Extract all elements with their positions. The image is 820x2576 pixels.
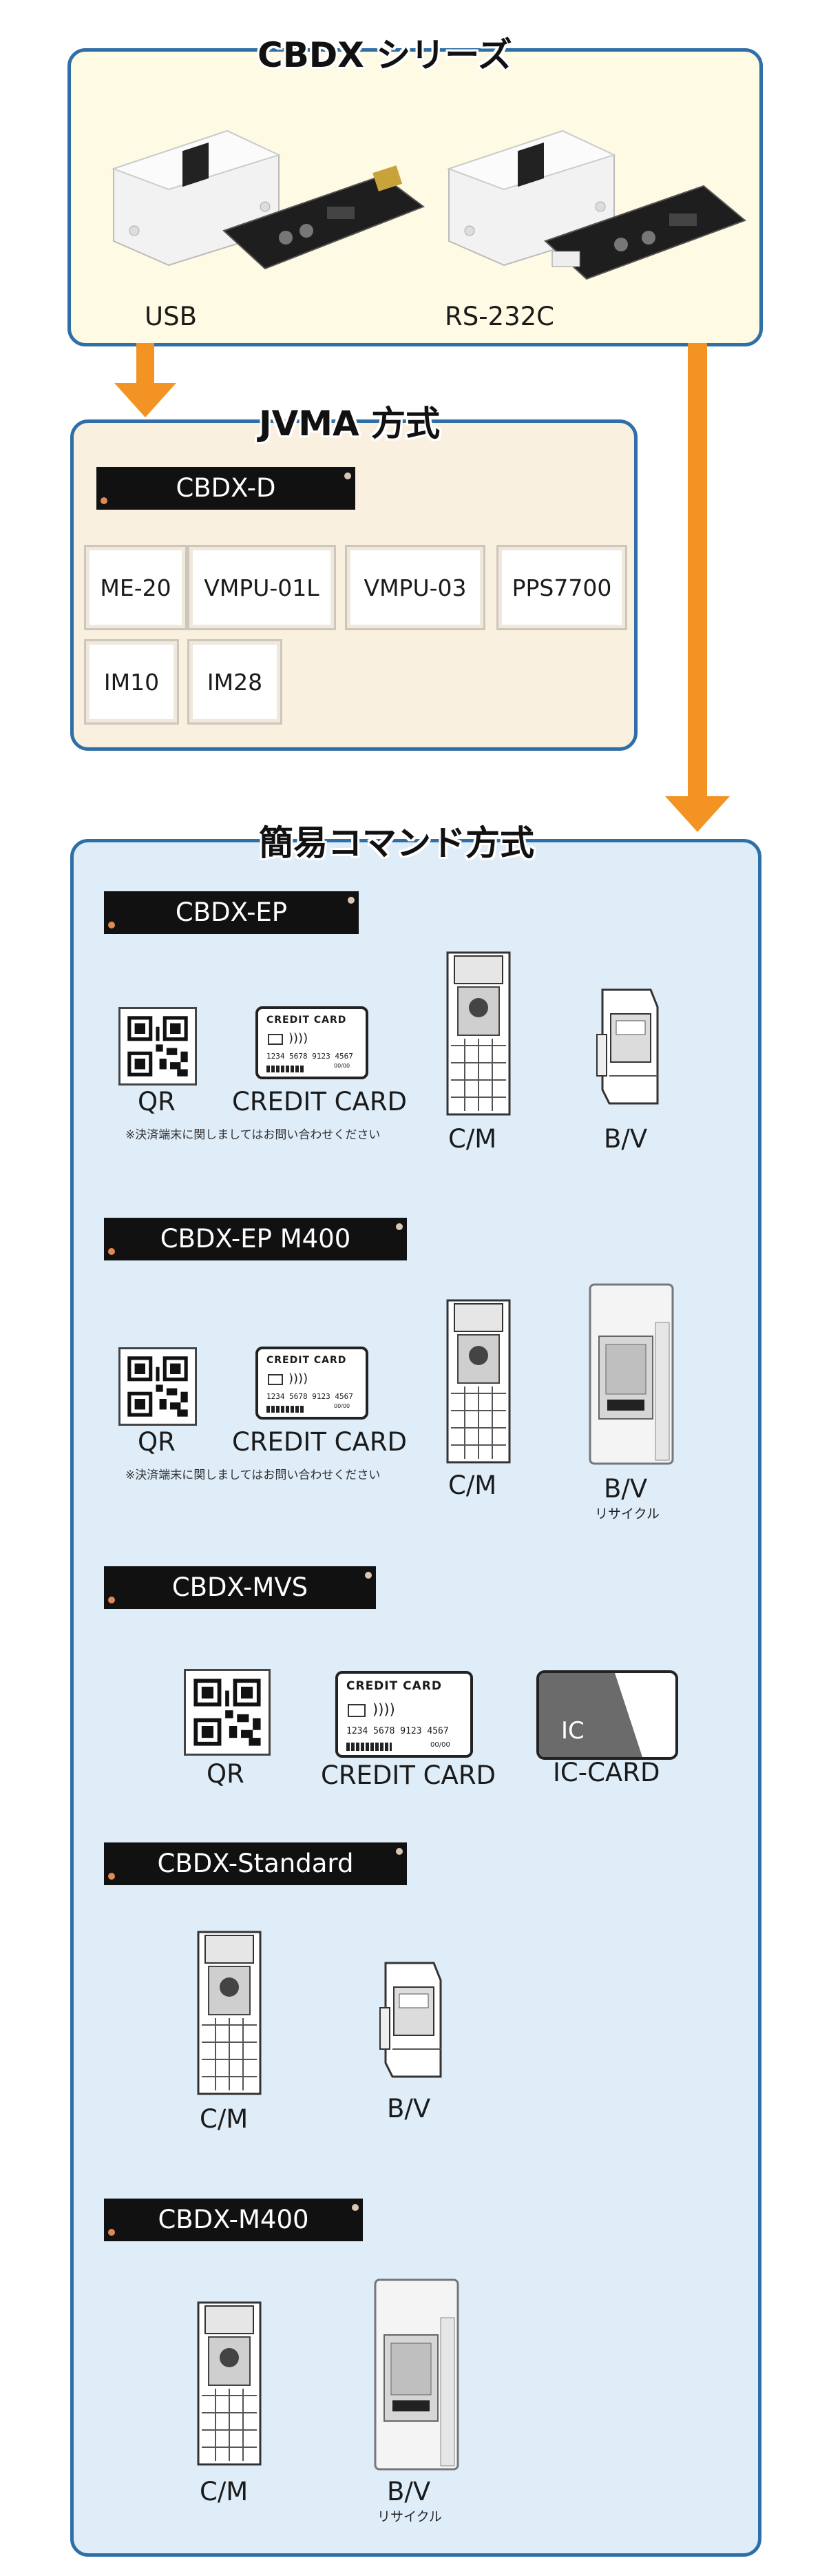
plate-cbdx-mvs-label: CBDX-MVS bbox=[171, 1572, 308, 1602]
jvma-item: PPS7700 bbox=[496, 545, 627, 630]
jvma-item: IM28 bbox=[187, 639, 282, 725]
coin-mech-label: C/M bbox=[448, 1124, 497, 1154]
credit-card-label: CREDIT CARD bbox=[321, 1760, 496, 1790]
coin-mech-image bbox=[446, 1299, 511, 1464]
arrow-usb-jvma bbox=[136, 343, 154, 384]
plate-cbdx-m400: CBDX-M400 bbox=[104, 2199, 363, 2241]
bill-validator-label: B/V bbox=[604, 1474, 648, 1504]
plate-cbdx-ep-label: CBDX-EP bbox=[175, 897, 288, 927]
plate-cbdx-ep-m400-label: CBDX-EP M400 bbox=[160, 1224, 351, 1254]
recycler-bill-validator-image bbox=[374, 2278, 459, 2471]
coin-mech-label: C/M bbox=[200, 2477, 249, 2506]
qr-icon bbox=[118, 1347, 197, 1426]
terminal-note: ※決済端末に関しましてはお問い合わせください bbox=[125, 1468, 381, 1482]
jvma-item: VMPU-01L bbox=[187, 545, 336, 630]
jvma-item: VMPU-03 bbox=[345, 545, 485, 630]
card-number: 1234 5678 9123 4567 bbox=[266, 1392, 353, 1401]
card-title: CREDIT CARD bbox=[266, 1355, 347, 1366]
plate-cbdx-mvs: CBDX-MVS bbox=[104, 1566, 376, 1609]
recycler-bill-validator-image bbox=[589, 1283, 674, 1465]
jvma-title: JVMA 方式 bbox=[259, 404, 441, 444]
qr-icon bbox=[184, 1669, 271, 1756]
usb-device-image bbox=[112, 129, 425, 270]
terminal-note: ※決済端末に関しましてはお問い合わせください bbox=[125, 1128, 381, 1142]
qr-icon bbox=[118, 1007, 197, 1086]
coin-mech-label: C/M bbox=[448, 1471, 497, 1500]
qr-label: QR bbox=[207, 1759, 244, 1789]
recycle-label: リサイクル bbox=[377, 2509, 443, 2524]
bill-validator-label: B/V bbox=[604, 1124, 648, 1154]
simple-command-title: 簡易コマンド方式 bbox=[259, 823, 534, 863]
qr-label: QR bbox=[138, 1427, 176, 1457]
coin-mech-image bbox=[446, 951, 511, 1116]
plate-cbdx-d-label: CBDX-D bbox=[176, 473, 276, 503]
credit-card-icon: CREDIT CARD )))) 1234 5678 9123 4567 00/… bbox=[255, 1006, 368, 1079]
card-expiry: 00/00 bbox=[334, 1403, 350, 1409]
plate-cbdx-standard: CBDX-Standard bbox=[104, 1842, 407, 1885]
ic-card-icon: IC bbox=[536, 1670, 678, 1760]
arrow-rs232c-simple bbox=[688, 343, 707, 798]
bill-validator-label: B/V bbox=[387, 2094, 431, 2123]
credit-card-icon: CREDIT CARD )))) 1234 5678 9123 4567 00/… bbox=[255, 1347, 368, 1420]
ic-mark: IC bbox=[561, 1717, 585, 1745]
card-title: CREDIT CARD bbox=[266, 1015, 347, 1026]
coin-mech-image bbox=[197, 1931, 262, 2095]
plate-cbdx-ep: CBDX-EP bbox=[104, 891, 359, 934]
bill-validator-image bbox=[379, 1962, 442, 2078]
card-title: CREDIT CARD bbox=[346, 1679, 442, 1693]
card-expiry: 00/00 bbox=[430, 1741, 450, 1749]
arrow-usb-jvma-head bbox=[114, 383, 176, 417]
arrow-rs232c-simple-head bbox=[665, 796, 730, 832]
rs232c-device-image bbox=[447, 129, 746, 280]
recycle-label: リサイクル bbox=[595, 1506, 660, 1521]
credit-card-label: CREDIT CARD bbox=[232, 1427, 408, 1457]
rs232c-label: RS-232C bbox=[445, 302, 555, 331]
plate-cbdx-m400-label: CBDX-M400 bbox=[158, 2205, 309, 2234]
plate-cbdx-standard-label: CBDX-Standard bbox=[157, 1849, 354, 1878]
bill-validator-label: B/V bbox=[387, 2477, 431, 2506]
card-number: 1234 5678 9123 4567 bbox=[346, 1726, 449, 1736]
coin-mech-image bbox=[197, 2301, 262, 2466]
card-number: 1234 5678 9123 4567 bbox=[266, 1052, 353, 1061]
qr-label: QR bbox=[138, 1087, 176, 1116]
credit-card-icon: CREDIT CARD )))) 1234 5678 9123 4567 00/… bbox=[335, 1671, 473, 1758]
ic-card-label: IC-CARD bbox=[553, 1758, 660, 1787]
credit-card-label: CREDIT CARD bbox=[232, 1087, 408, 1116]
plate-cbdx-d: CBDX-D bbox=[96, 467, 355, 510]
card-expiry: 00/00 bbox=[334, 1063, 350, 1069]
coin-mech-label: C/M bbox=[200, 2104, 249, 2134]
bill-validator-image bbox=[596, 988, 659, 1105]
usb-label: USB bbox=[145, 302, 197, 331]
series-title: CBDX シリーズ bbox=[257, 35, 512, 75]
jvma-item: ME-20 bbox=[84, 545, 187, 630]
jvma-item: IM10 bbox=[84, 639, 179, 725]
plate-cbdx-ep-m400: CBDX-EP M400 bbox=[104, 1218, 407, 1260]
